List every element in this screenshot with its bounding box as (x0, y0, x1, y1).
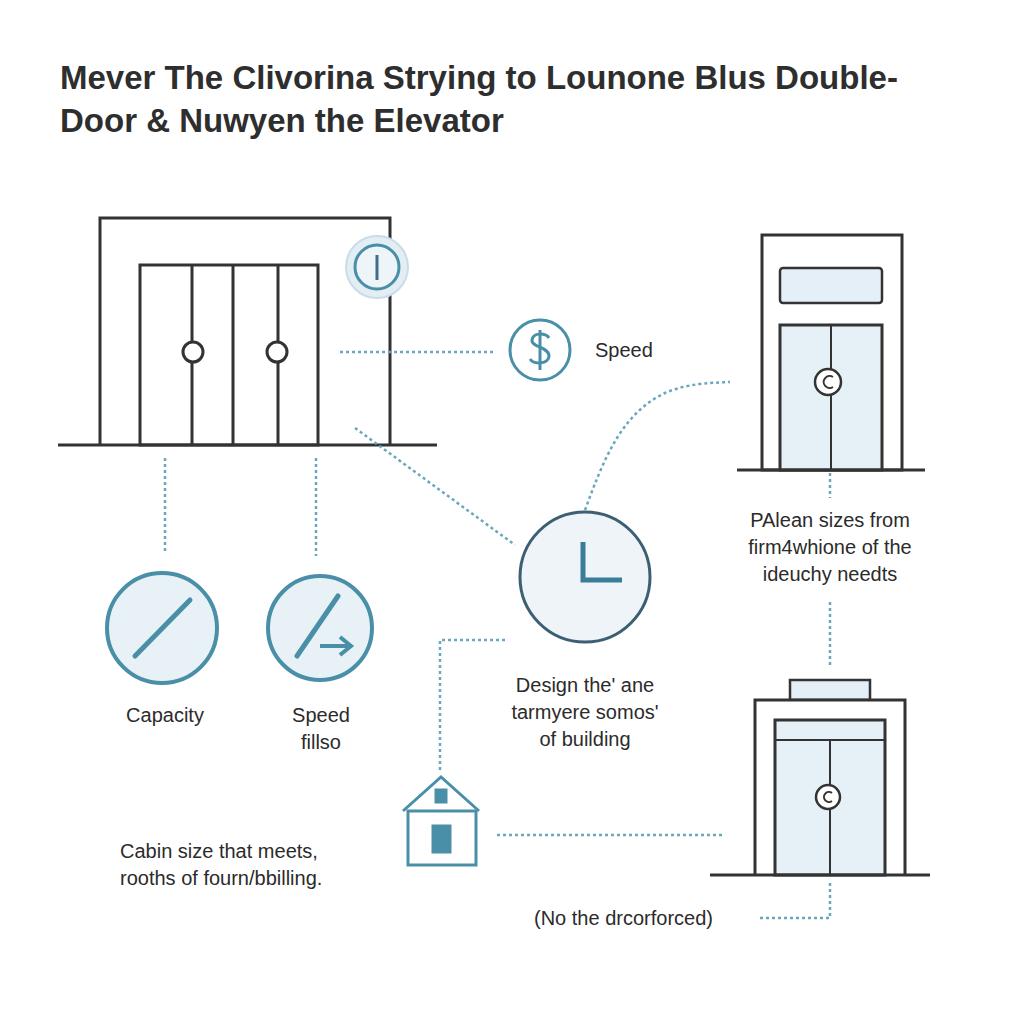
leader-line (497, 834, 722, 837)
capacity-icon (107, 573, 217, 683)
elevator-top (737, 235, 925, 470)
leader-line (760, 880, 830, 918)
icon-label: Speed (505, 318, 675, 364)
node-label: PAlean sizes from firm4whione of the ide… (730, 507, 930, 588)
leader-line (355, 428, 515, 545)
dashed-connector (585, 382, 730, 510)
icon-label: Cabin size that meets, rooths of fourn/b… (120, 770, 487, 892)
dashed-connector (440, 640, 505, 770)
house-roof (403, 777, 479, 811)
info-icon (346, 236, 408, 298)
elevator-door (780, 325, 882, 470)
icon-bar (376, 255, 379, 280)
call-button (815, 369, 841, 395)
leader-line (829, 602, 832, 666)
icon-ring (268, 576, 372, 680)
node-label: Speed (595, 337, 675, 364)
icon-label: PAlean sizes from firm4whione of the ide… (730, 230, 930, 588)
note-label: (No the drcorforced) (531, 905, 716, 931)
door-panel-line (232, 265, 235, 445)
node-label: Speed fillso (275, 702, 367, 756)
call-button (816, 785, 840, 809)
call-button (824, 792, 832, 802)
diagram-title: Mever The Clivorina Strying to Lounone B… (60, 56, 940, 142)
icon-label: Speed fillso (275, 570, 367, 756)
elevator-cap (790, 680, 870, 700)
house-body (408, 811, 476, 865)
speed-icon (268, 576, 372, 680)
icon-arrow (340, 637, 351, 655)
building-outline (100, 218, 390, 445)
door-split (830, 325, 832, 470)
clock-face (520, 512, 650, 642)
house-icon (403, 777, 479, 865)
double-door-building (58, 218, 437, 445)
icon-ring (107, 573, 217, 683)
elevator-bottom (710, 680, 930, 875)
icon-slash (135, 600, 190, 656)
ground-line (710, 874, 930, 877)
door-frame (140, 265, 318, 445)
call-button (824, 376, 833, 388)
leader-lines (165, 352, 830, 918)
door-knob (267, 342, 287, 362)
icon-label: Design the' ane tarmyere somos' of build… (505, 510, 665, 753)
elevator-outline (762, 235, 902, 470)
house-window (436, 790, 446, 802)
clock-hands (583, 542, 622, 580)
clock-icon (520, 512, 650, 642)
elevator-door (775, 720, 885, 875)
icon-halo (346, 236, 408, 298)
door-knob (183, 342, 203, 362)
icon-ring (355, 245, 399, 289)
leader-line (164, 458, 167, 552)
icon-ring (510, 320, 570, 380)
leader-line (829, 473, 832, 498)
elevator-display (780, 268, 882, 303)
leader-line (315, 458, 318, 556)
dollar-icon (510, 320, 570, 380)
node-label: Capacity (90, 702, 240, 729)
node-label: Cabin size that meets, rooths of fourn/b… (120, 838, 362, 892)
dollar-glyph (539, 330, 542, 370)
icon-arrow (320, 644, 350, 648)
ground-line (737, 469, 925, 472)
leader-line (340, 351, 495, 354)
node-label: Design the' ane tarmyere somos' of build… (505, 672, 665, 753)
elevator-outline (755, 700, 905, 875)
icon-label: Capacity (90, 570, 240, 729)
house-door (433, 826, 450, 852)
